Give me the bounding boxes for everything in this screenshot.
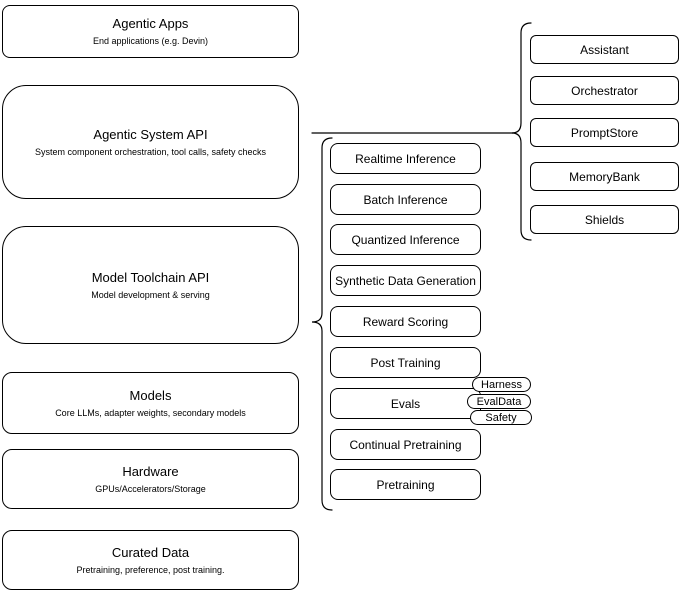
box-subtitle: Core LLMs, adapter weights, secondary mo… xyxy=(55,407,246,418)
box-label: Reward Scoring xyxy=(362,314,449,329)
box-hardware: Hardware GPUs/Accelerators/Storage xyxy=(2,449,299,509)
box-label: Shields xyxy=(584,212,625,227)
box-reward-scoring: Reward Scoring xyxy=(330,306,481,337)
box-subtitle: End applications (e.g. Devin) xyxy=(92,36,209,46)
box-label: Realtime Inference xyxy=(355,151,456,166)
middle-column-brace xyxy=(311,137,333,511)
box-promptstore: PromptStore xyxy=(530,118,679,147)
box-model-toolchain-api: Model Toolchain API Model development & … xyxy=(2,226,299,344)
box-assistant: Assistant xyxy=(530,35,679,64)
box-title: Models xyxy=(129,387,172,403)
box-evals: Evals xyxy=(330,388,481,419)
pill-label: Harness xyxy=(481,378,522,391)
box-label: Quantized Inference xyxy=(351,232,460,247)
pill-safety: Safety xyxy=(470,410,532,425)
box-memorybank: MemoryBank xyxy=(530,162,679,191)
box-orchestrator: Orchestrator xyxy=(530,76,679,105)
box-subtitle: Pretraining, preference, post training. xyxy=(76,564,225,575)
box-subtitle: System component orchestration, tool cal… xyxy=(34,146,267,157)
right-column-brace xyxy=(511,22,532,241)
box-label: Evals xyxy=(390,396,421,411)
box-realtime-inference: Realtime Inference xyxy=(330,143,481,174)
box-synthetic-data-generation: Synthetic Data Generation xyxy=(330,265,481,296)
box-label: Orchestrator xyxy=(571,83,638,98)
box-models: Models Core LLMs, adapter weights, secon… xyxy=(2,372,299,434)
box-title: Model Toolchain API xyxy=(91,269,210,285)
box-batch-inference: Batch Inference xyxy=(330,184,481,215)
pill-evaldata: EvalData xyxy=(467,394,531,409)
pill-label: EvalData xyxy=(476,395,522,408)
box-label: Synthetic Data Generation xyxy=(335,273,476,288)
box-agentic-apps: Agentic Apps End applications (e.g. Devi… xyxy=(2,5,299,58)
box-label: Assistant xyxy=(580,42,629,57)
box-agentic-system-api: Agentic System API System component orch… xyxy=(2,85,299,199)
box-title: Agentic System API xyxy=(93,126,208,142)
box-label: Post Training xyxy=(370,355,441,370)
box-label: Pretraining xyxy=(376,477,435,492)
box-pretraining: Pretraining xyxy=(330,469,481,500)
box-title: Curated Data xyxy=(111,544,190,560)
pill-harness: Harness xyxy=(472,377,531,392)
box-label: MemoryBank xyxy=(569,169,640,184)
box-label: Batch Inference xyxy=(363,192,448,207)
box-post-training: Post Training xyxy=(330,347,481,378)
box-title: Agentic Apps xyxy=(112,16,189,31)
box-label: Continual Pretraining xyxy=(349,437,462,452)
pill-label: Safety xyxy=(485,411,517,424)
box-title: Hardware xyxy=(122,463,179,479)
box-label: PromptStore xyxy=(570,125,639,140)
box-quantized-inference: Quantized Inference xyxy=(330,224,481,255)
box-shields: Shields xyxy=(530,205,679,234)
box-continual-pretraining: Continual Pretraining xyxy=(330,429,481,460)
box-curated-data: Curated Data Pretraining, preference, po… xyxy=(2,530,299,590)
box-subtitle: GPUs/Accelerators/Storage xyxy=(95,483,206,494)
box-subtitle: Model development & serving xyxy=(91,289,210,300)
